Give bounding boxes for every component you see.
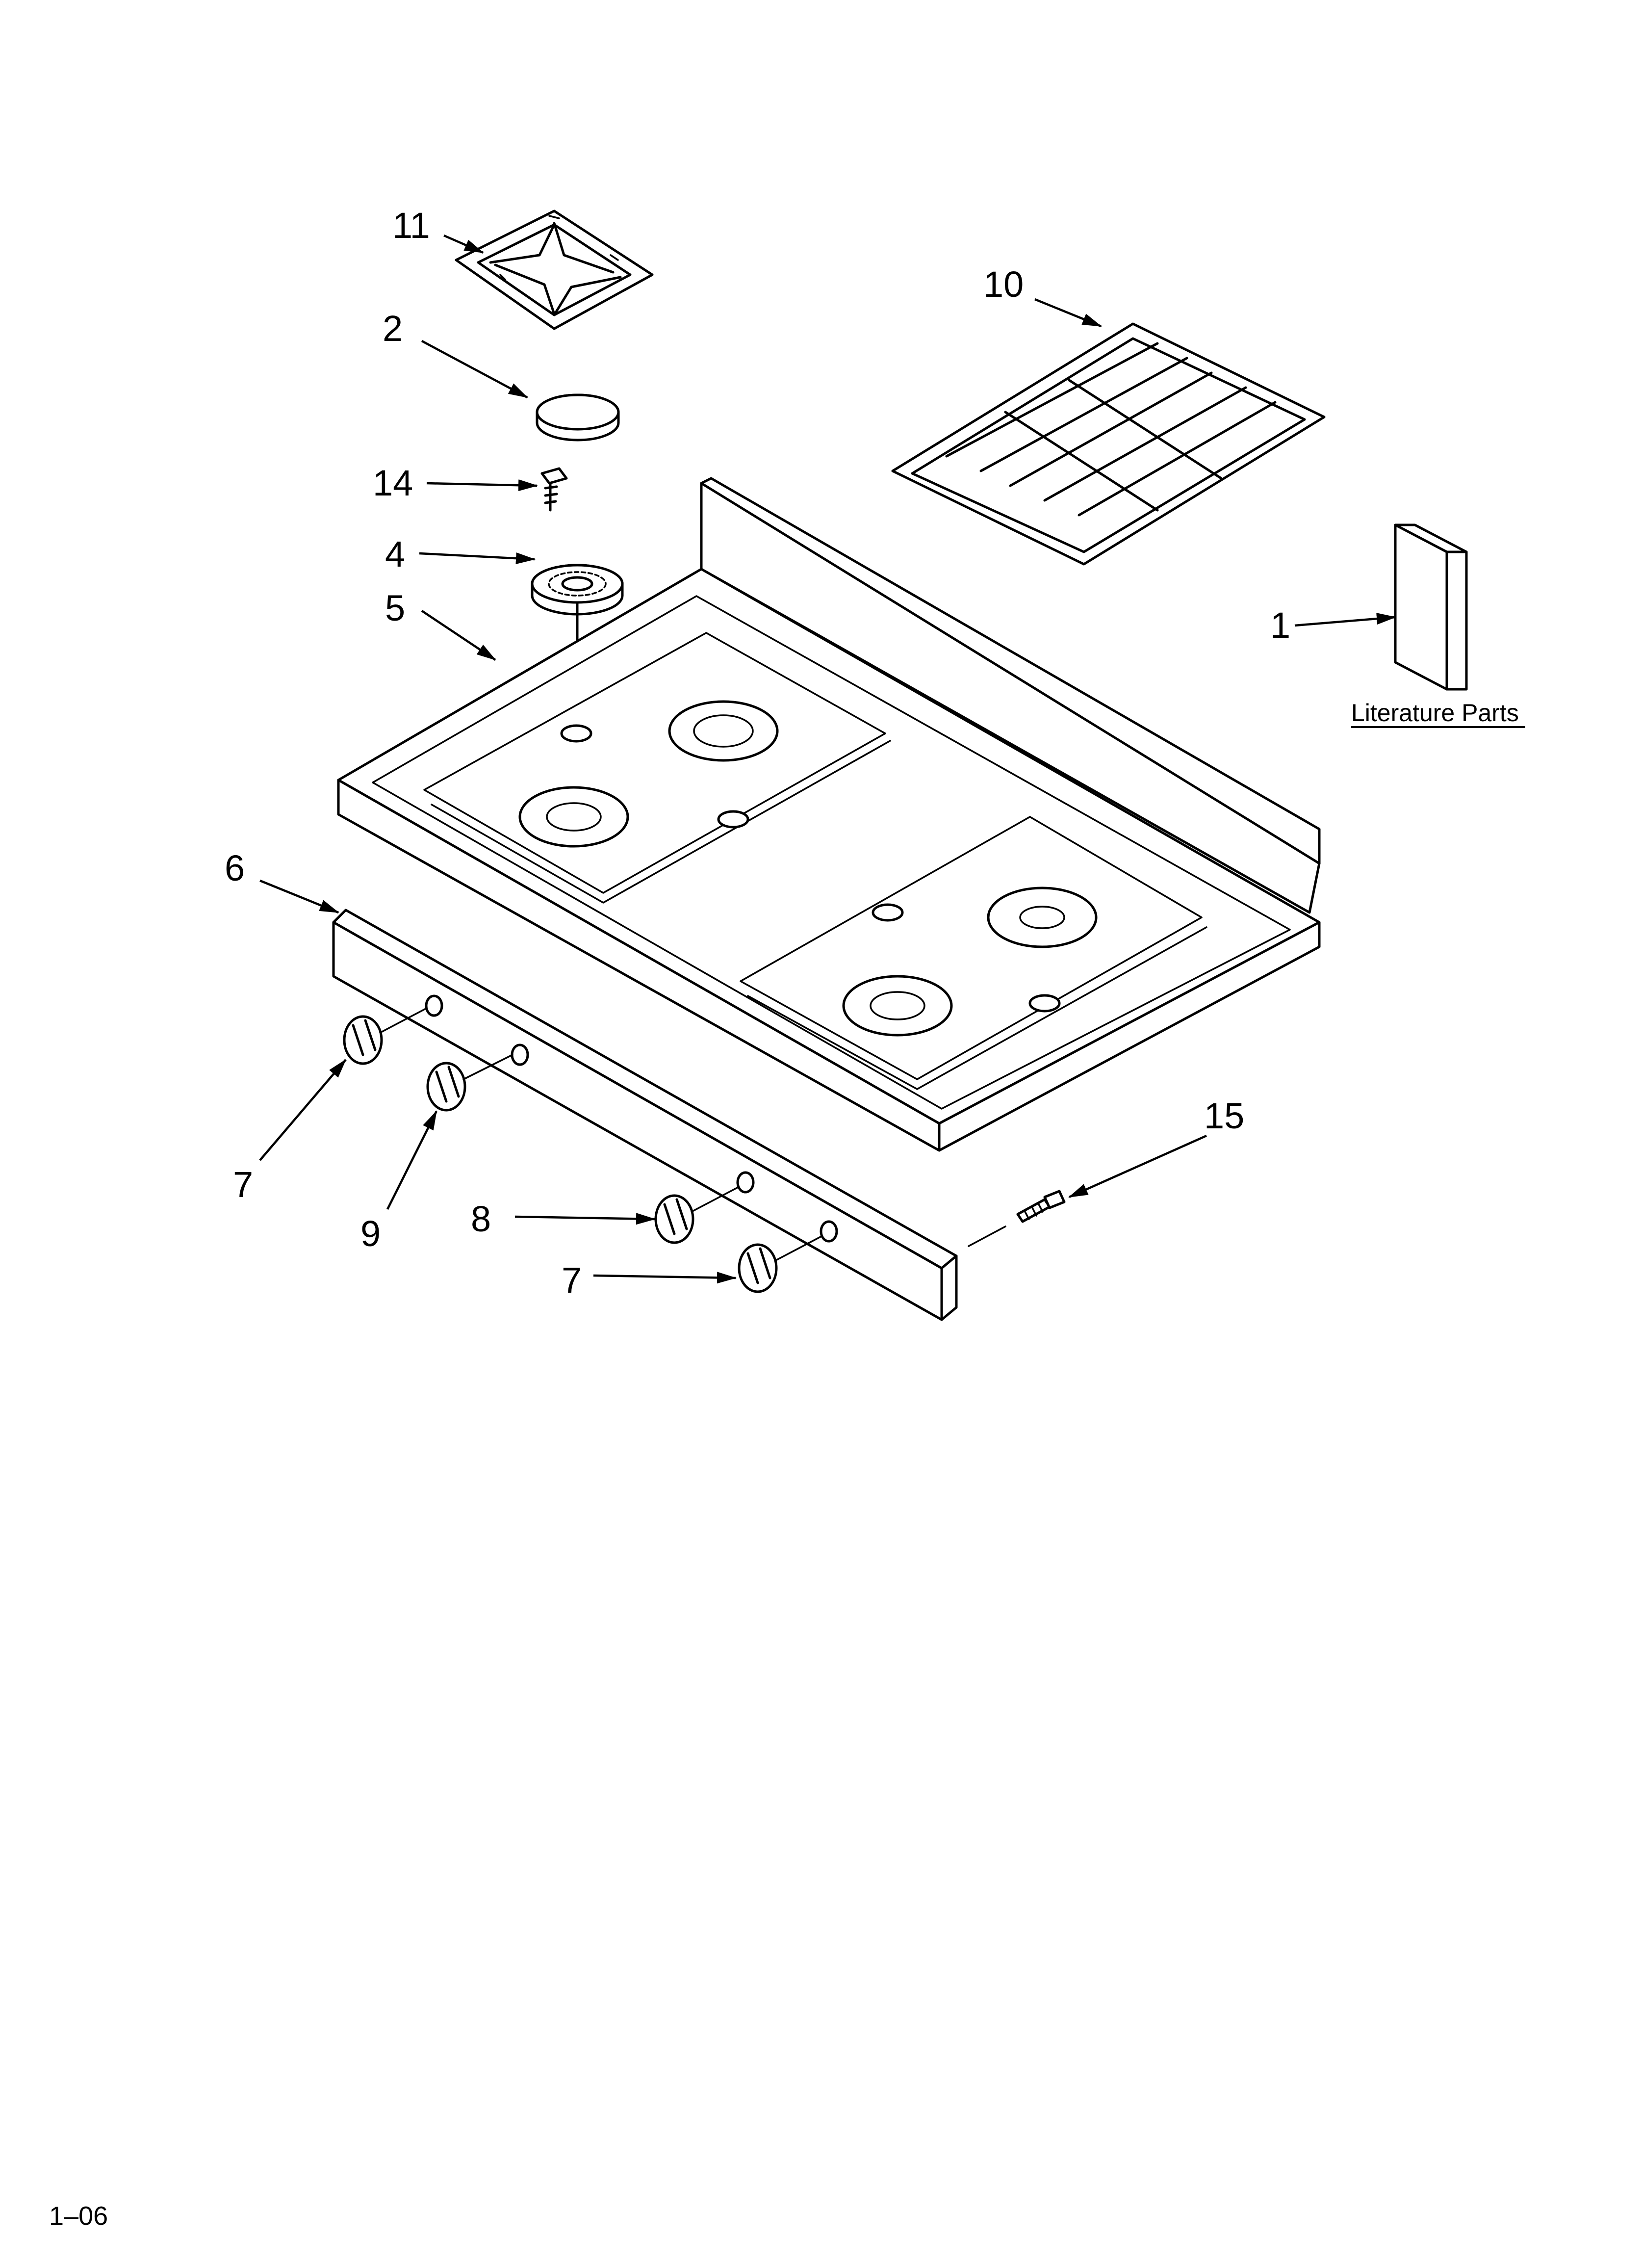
screw-15 xyxy=(968,1190,1066,1247)
callout-8: 8 xyxy=(471,1199,491,1239)
burner-cap xyxy=(536,393,620,442)
callout-6: 6 xyxy=(225,848,245,888)
control-knob-7a xyxy=(343,1007,428,1065)
callout-11: 11 xyxy=(392,205,430,246)
control-knob-9 xyxy=(426,1054,513,1112)
callout-4: 4 xyxy=(385,534,405,574)
callout-2: 2 xyxy=(383,308,403,349)
callout-1: 1 xyxy=(1270,605,1290,646)
callouts: 11 2 14 4 5 10 1 6 7 9 8 7 15 xyxy=(225,205,1290,1301)
callout-7-lower: 7 xyxy=(562,1260,582,1301)
control-panel xyxy=(332,909,958,1321)
callout-7-upper: 7 xyxy=(233,1164,253,1205)
callout-14: 14 xyxy=(373,463,413,503)
callout-10: 10 xyxy=(983,264,1024,305)
screw-14 xyxy=(540,467,568,512)
literature-parts-label: Literature Parts xyxy=(1351,699,1519,727)
control-knob-8 xyxy=(654,1186,739,1244)
double-grate xyxy=(891,322,1326,566)
burner-grate xyxy=(455,209,654,330)
page-number: 1–06 xyxy=(49,2201,108,2231)
callout-15: 15 xyxy=(1204,1095,1244,1136)
literature-parts xyxy=(1394,523,1468,691)
control-knob-7b xyxy=(738,1235,822,1293)
callout-9: 9 xyxy=(360,1213,381,1254)
callout-5: 5 xyxy=(385,588,405,628)
leader-lines xyxy=(259,234,1396,1284)
cooktop xyxy=(337,477,1321,1152)
